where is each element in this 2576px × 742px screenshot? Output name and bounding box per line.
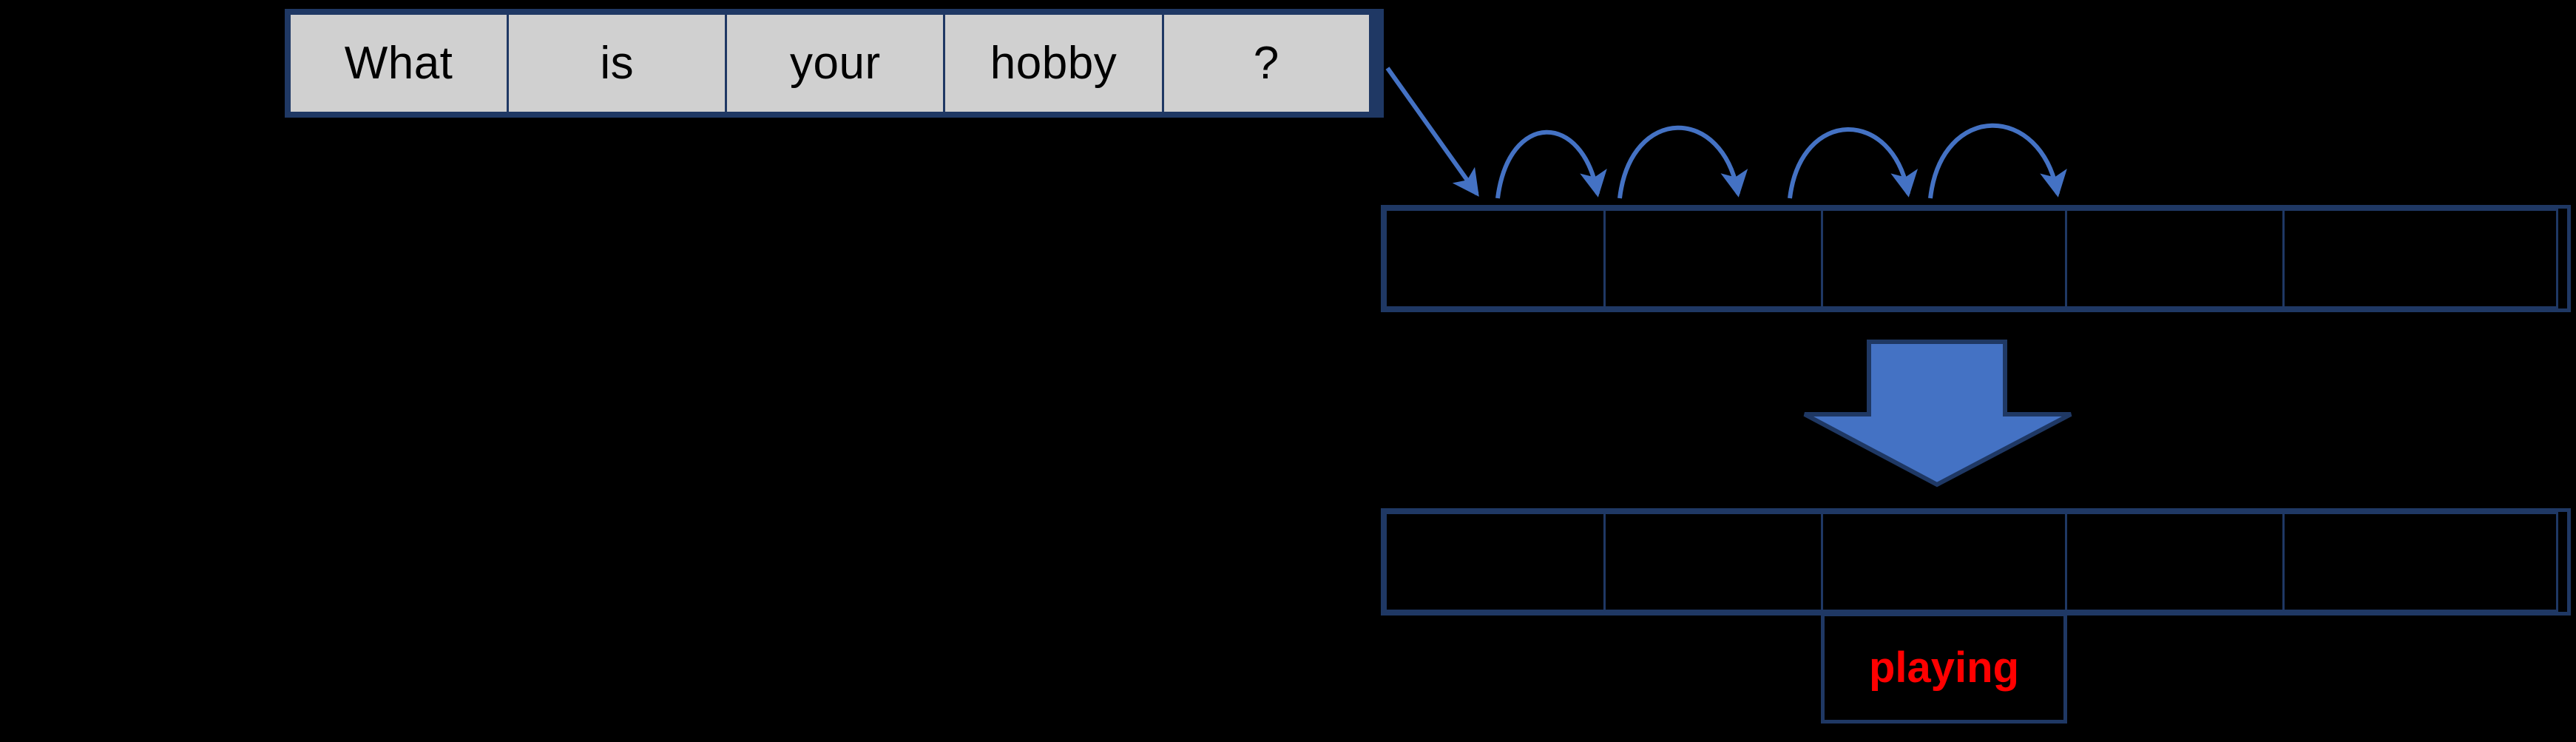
source-cell-2-label: your [790, 37, 881, 89]
hop-arrow-4 [1928, 123, 2067, 199]
prediction-cell[interactable]: playing [1821, 613, 2067, 724]
decoder-output-cell-0[interactable] [1385, 512, 1606, 612]
hop-arrow-2 [1617, 125, 1748, 199]
source-cell-2[interactable]: your [725, 13, 946, 114]
decoder-input-cell-2[interactable] [1821, 209, 2067, 308]
source-cell-3[interactable]: hobby [943, 13, 1164, 114]
decoder-input-cell-0[interactable] [1385, 209, 1606, 308]
decoder-input-table [1381, 205, 2571, 312]
decoder-output-cell-3[interactable] [2064, 512, 2285, 612]
source-cell-1[interactable]: is [507, 13, 728, 114]
source-cell-4-label: ? [1253, 37, 1279, 89]
source-cell-0-label: What [344, 37, 453, 89]
source-cell-4[interactable]: ? [1161, 13, 1371, 114]
decoder-input-cell-3[interactable] [2064, 209, 2285, 308]
source-to-decoder-arrow [1385, 67, 1479, 197]
hop-arrow-1 [1495, 129, 1607, 199]
decoder-output-cell-2[interactable] [1821, 512, 2067, 612]
prediction-text: playing [1868, 644, 2020, 692]
source-sentence-table: What is your hobby ? [285, 9, 1384, 118]
decoder-output-cell-4[interactable] [2282, 512, 2558, 612]
source-cell-1-label: is [600, 37, 635, 89]
decoder-output-cell-1[interactable] [1603, 512, 1824, 612]
decoder-output-table [1381, 508, 2571, 615]
decode-step-arrow [1803, 340, 2072, 488]
source-cell-3-label: hobby [990, 37, 1118, 89]
source-cell-0[interactable]: What [288, 13, 510, 114]
decoder-input-cell-4[interactable] [2282, 209, 2558, 308]
hop-arrow-3 [1788, 127, 1919, 199]
decoder-input-cell-1[interactable] [1603, 209, 1824, 308]
